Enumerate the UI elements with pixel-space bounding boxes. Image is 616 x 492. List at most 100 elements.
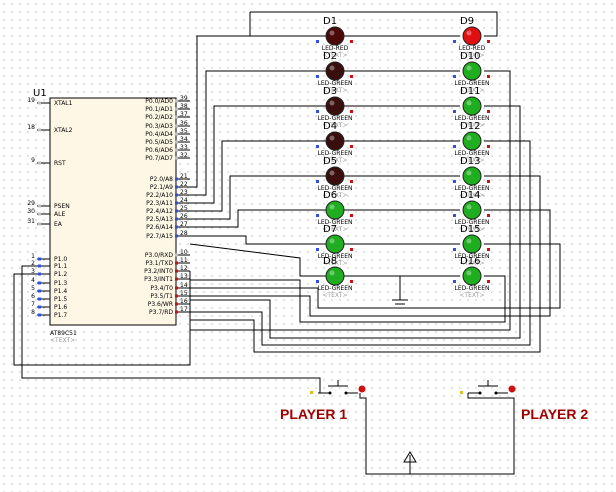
- mcu-pin-number: 18: [27, 124, 35, 131]
- pin-state-marker: [38, 204, 41, 208]
- mcu-pin-label: PSEN: [54, 203, 70, 210]
- led-ref: D8: [323, 256, 337, 267]
- mcu-body[interactable]: [49, 97, 177, 326]
- led-ref: D9: [460, 16, 474, 27]
- pin-state-marker: [175, 177, 178, 181]
- mcu-pin-number: 28: [180, 230, 188, 237]
- led-type: LED-GREEN: [317, 285, 352, 292]
- led-type: LED-GREEN: [317, 185, 352, 192]
- led-highlight: [329, 100, 335, 106]
- wire-trace: [190, 140, 531, 346]
- led-body: [462, 26, 482, 46]
- pin-state-marker: [175, 115, 178, 119]
- mcu-pin-label: P0.3/AD3: [145, 123, 173, 130]
- led-body: [462, 166, 482, 186]
- mcu-pin-number: 1: [31, 253, 35, 260]
- led-highlight: [329, 170, 335, 176]
- wire-trace: [403, 451, 417, 463]
- mcu-pin-number: 38: [180, 103, 188, 110]
- mcu-pin-number: 34: [180, 136, 188, 143]
- mcu-pin-number: 27: [180, 221, 188, 228]
- mcu-pin-label: P1.3: [54, 280, 67, 287]
- led-ref: D3: [323, 86, 337, 97]
- mcu-pin-number: 29: [27, 200, 35, 207]
- button-pin-marker: [460, 391, 463, 394]
- pin-state-marker: [175, 156, 178, 160]
- led-pin-marker: [487, 180, 490, 183]
- player-1-label: PLAYER 1: [280, 406, 347, 422]
- led-pin-marker: [453, 214, 456, 217]
- push-button-player-1[interactable]: [310, 380, 366, 395]
- mcu-pin-label: P3.1/TXD: [145, 260, 173, 267]
- button-contact: [494, 391, 498, 395]
- led-pin-marker: [350, 280, 353, 283]
- mcu-pin-label: P1.0: [54, 256, 67, 263]
- led-body: [462, 234, 482, 254]
- led-pin-marker: [350, 75, 353, 78]
- mcu-pin-number: 26: [180, 213, 188, 220]
- led-text-placeholder: <TEXT>: [459, 192, 484, 199]
- pin-state-marker: [175, 217, 178, 221]
- button-state-indicator: [358, 385, 366, 393]
- wire-layer: [13, 11, 561, 475]
- button-contact: [328, 391, 332, 395]
- led-text-placeholder: <TEXT>: [322, 292, 347, 299]
- led-text-placeholder: <TEXT>: [322, 52, 347, 59]
- mcu-pin-number: 8: [31, 309, 35, 316]
- wire-trace: [21, 265, 321, 393]
- led-highlight: [466, 135, 472, 141]
- led-ref: D16: [460, 256, 480, 267]
- wire-trace: [190, 35, 327, 188]
- mcu-pin-number: 33: [180, 144, 188, 151]
- mcu-pin-label: P2.7/A15: [146, 233, 173, 240]
- led-ref: D2: [323, 51, 337, 62]
- mcu-pin-number: 36: [180, 120, 188, 127]
- pin-state-marker: [38, 101, 41, 105]
- led-ref: D1: [323, 16, 337, 27]
- led-pin-marker: [487, 145, 490, 148]
- pin-state-marker: [175, 148, 178, 152]
- led-text-placeholder: <TEXT>: [459, 122, 484, 129]
- mcu-pin-number: 19: [27, 97, 35, 104]
- led-pin-marker: [453, 145, 456, 148]
- push-button-player-2[interactable]: [460, 380, 516, 395]
- led-pin-marker: [316, 248, 319, 251]
- led-pin-marker: [316, 280, 319, 283]
- led-pin-marker: [316, 214, 319, 217]
- led-text-placeholder: <TEXT>: [459, 292, 484, 299]
- button-contact: [344, 391, 348, 395]
- led-pin-marker: [487, 280, 490, 283]
- wire-trace: [190, 105, 327, 204]
- wire-trace: [190, 209, 551, 317]
- led-array: D1LED-RED<TEXT>D2LED-GREEN<TEXT>D3LED-GR…: [316, 16, 490, 299]
- mcu-pin-number: 14: [180, 282, 188, 289]
- mcu-pin-label: P1.1: [54, 263, 67, 270]
- led-body: [325, 61, 345, 81]
- mcu-pin-number: 4: [31, 277, 35, 284]
- led-highlight: [329, 65, 335, 71]
- led-type: LED-GREEN: [317, 150, 352, 157]
- button-pin-marker: [310, 391, 313, 394]
- led-body: [325, 26, 345, 46]
- led-text-placeholder: <TEXT>: [459, 226, 484, 233]
- pin-state-marker: [175, 277, 178, 281]
- mcu-pin-label: P0.6/AD6: [145, 147, 173, 154]
